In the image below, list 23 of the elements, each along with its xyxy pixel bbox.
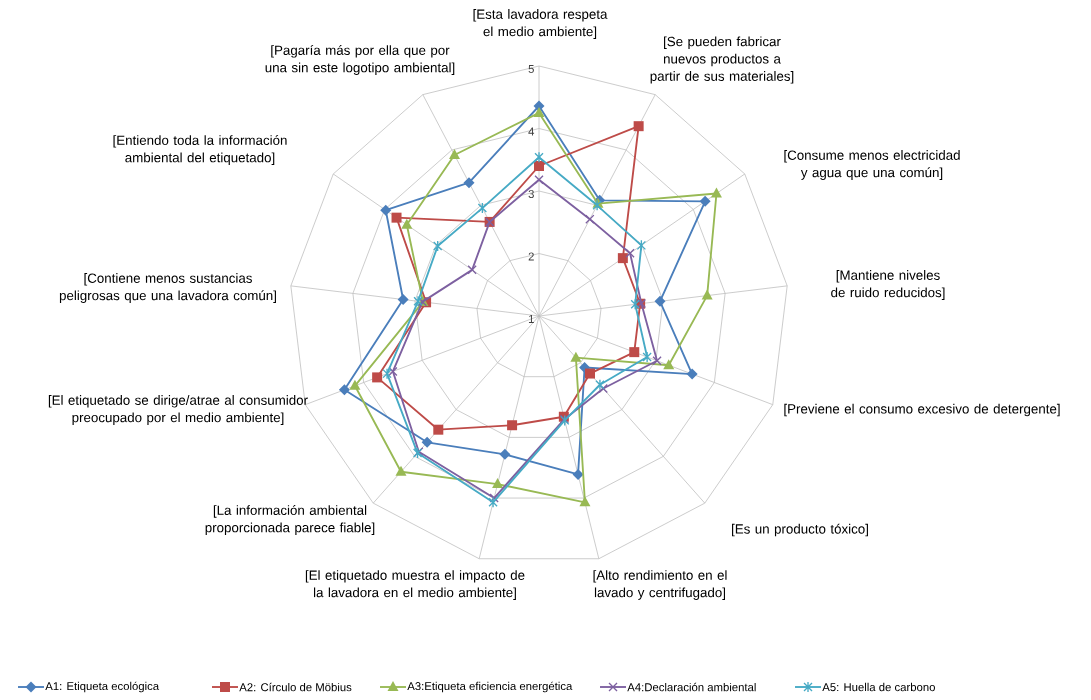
category-label: [Esta lavadora respeta el medio ambiente] bbox=[473, 9, 608, 39]
tick-label: 2 bbox=[528, 252, 534, 261]
legend-label: A1: Etiqueta ecológica bbox=[45, 681, 160, 693]
tick-label: 4 bbox=[528, 127, 535, 136]
legend-label: A3:Etiqueta eficiencia energética bbox=[407, 681, 573, 693]
category-label: [Entiendo toda la información ambiental del etiquetado] bbox=[113, 135, 287, 165]
legend-label: A2: Círculo de Möbius bbox=[239, 682, 352, 692]
tick-label: 3 bbox=[528, 190, 534, 198]
category-label: [Se pueden fabricar nuevos productos a partir de sus materiales] bbox=[650, 36, 794, 84]
category-label: [El etiquetado muestra el impacto de la lavadora en el medio ambiente] bbox=[305, 570, 525, 600]
category-label: [Contiene menos sustancias peligrosas que una lavadora común] bbox=[59, 273, 276, 303]
tick-label: 1 bbox=[528, 315, 534, 323]
category-label: [Es un producto tóxico] bbox=[732, 523, 868, 537]
tick-label: 5 bbox=[528, 65, 534, 73]
category-label: [Previene el consumo excesivo de detergente] bbox=[784, 403, 1060, 417]
legend-label: A5: Huella de carbono bbox=[822, 682, 935, 692]
category-label: [Mantiene niveles de ruido reducidos] bbox=[831, 270, 945, 300]
category-label: [La información ambiental proporcionada parece fiable] bbox=[205, 505, 375, 535]
category-label: [Consume menos electricidad y agua que una común] bbox=[784, 150, 960, 180]
category-label: [El etiquetado se dirige/atrae al consumidor preocupado por el medio ambiente] bbox=[48, 395, 308, 425]
category-label: [Pagaría más por ella que por una sin este logotipo ambiental] bbox=[265, 45, 455, 75]
legend-label: A4:Declaración ambiental bbox=[627, 682, 756, 692]
category-label: [Alto rendimiento en el lavado y centrifugado] bbox=[593, 570, 727, 600]
